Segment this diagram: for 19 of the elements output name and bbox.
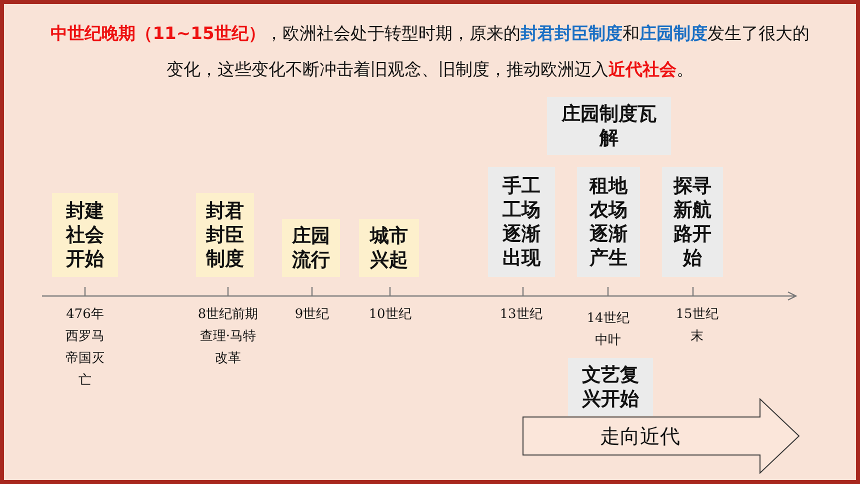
- intro-paragraph: 中世纪晚期（11~15世纪），欧洲社会处于转型时期，原来的封君封臣制度和庄园制度发生了很大的变化，这些变化不断冲击着旧观念、旧制度，推动欧洲迈入近代社会。: [50, 23, 810, 82]
- event-text: 庄园流行: [290, 224, 331, 272]
- date-label: 10世纪: [368, 306, 412, 324]
- event-text: 租地农场逐渐产生: [588, 174, 629, 270]
- date-label: 8世纪前期查理·马特改革: [196, 306, 260, 368]
- event-text: 封建社会开始: [64, 199, 105, 271]
- event-text: 封君封臣制度: [204, 199, 245, 271]
- date-label: 14世纪中叶: [586, 310, 630, 350]
- event-text: 文艺复兴开始: [580, 363, 640, 411]
- date-label: 476年西罗马帝国灭亡: [64, 306, 106, 390]
- event-text: 探寻新航路开始: [672, 174, 712, 270]
- date-label: 9世纪: [294, 306, 330, 324]
- event-text: 城市兴起: [368, 224, 409, 272]
- event-box: [568, 358, 653, 416]
- event-text: 手工工场逐渐出现: [502, 174, 542, 270]
- date-label: 13世纪: [498, 306, 544, 324]
- arrow-label: 走向近代: [600, 424, 680, 448]
- event-text: 庄园制度瓦解: [560, 102, 658, 150]
- date-label: 15世纪末: [674, 306, 720, 346]
